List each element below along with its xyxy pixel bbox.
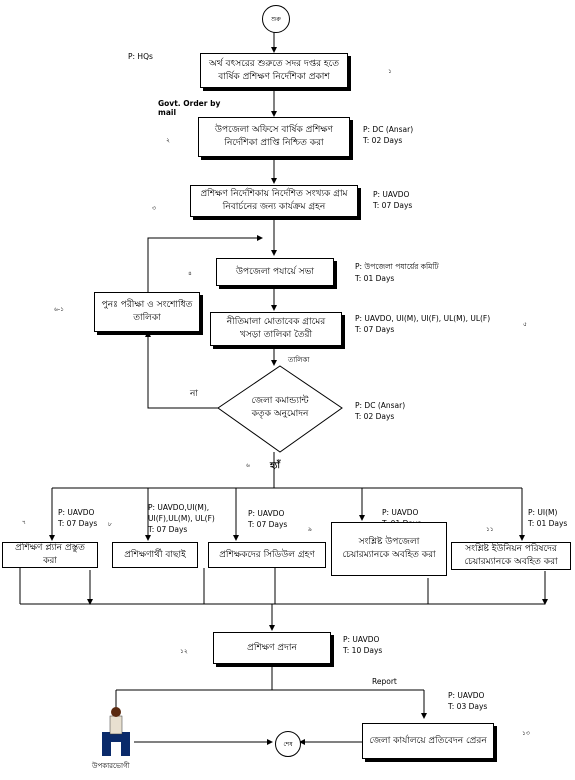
s5-resp-p: P: UAVDO, UI(M), UI(F), UL(M), UL(F) xyxy=(355,314,491,323)
start-terminal: শুরু xyxy=(262,5,290,33)
end-terminal: শেষ xyxy=(275,731,301,757)
decision-approval: জেলা কমান্ড্যান্ট কতৃক অনুমোদন xyxy=(240,384,320,432)
num-6: ৬ xyxy=(246,462,250,469)
branch-4-text: সংশ্লিষ্ট উপজেলা চেয়ারম্যানকে অবহিত করা xyxy=(342,537,436,560)
s1-resp: P: HQs xyxy=(128,52,153,61)
step-5-draft-list: নীতিমালা মোতাবেক গ্রামের খসড়া তালিকা তৈ… xyxy=(210,312,342,346)
num-11: ১১ xyxy=(486,526,494,533)
b2-resp-p: P: UAVDO,UI(M), xyxy=(148,503,210,512)
branch-5-text: সংশ্লিষ্ট ইউনিয়ন পরিষদের চেয়ারম্যানকে … xyxy=(464,544,558,567)
step-1-text: অর্থ বৎসরের শুরুতে সদর দপ্তর হতে বার্ষিক… xyxy=(208,58,340,82)
decision-diamond xyxy=(217,365,343,453)
s4-resp-t: T: 01 Days xyxy=(355,274,395,283)
branch-3-text: প্রশিক্ষকদের সিডিউল গ্রহণ xyxy=(219,549,315,560)
rp-resp-t: T: 03 Days xyxy=(448,702,488,711)
yes-edge-label: হ্যাঁ xyxy=(270,461,280,471)
num-3: ৩ xyxy=(152,205,156,212)
num-8: ৮ xyxy=(108,521,112,528)
b3-resp-t: T: 07 Days xyxy=(248,520,288,529)
step-2-text: উপজেলা অফিসে বার্ষিক প্রশিক্ষণ নির্দেশিক… xyxy=(215,125,333,148)
num-9: ৯ xyxy=(308,526,312,533)
num-13: ১৩ xyxy=(522,730,530,737)
step-6-1-recheck-list: পুনঃ পরীক্ষা ও সংশোধিত তালিকা xyxy=(94,292,200,332)
step-4-text: উপজেলা পযার্য়ে সভা xyxy=(236,266,314,277)
rp-resp-p: P: UAVDO xyxy=(448,691,485,700)
s3-resp-p: P: UAVDO xyxy=(373,190,410,199)
s5-resp-t: T: 07 Days xyxy=(355,325,395,334)
num-12: ১২ xyxy=(180,648,188,655)
tr-resp-p: P: UAVDO xyxy=(343,635,380,644)
govt-order-label: Govt. Order by mail xyxy=(158,99,221,117)
b4-resp-p: P: UAVDO xyxy=(382,508,419,517)
end-label: শেষ xyxy=(283,740,293,748)
step-2-ensure-guideline: উপজেলা অফিসে বার্ষিক প্রশিক্ষণ নির্দেশিক… xyxy=(198,117,350,157)
num-6-1: ৬-১ xyxy=(54,306,64,313)
branch-4-inform-upazila-chairman: সংশ্লিষ্ট উপজেলা চেয়ারম্যানকে অবহিত করা xyxy=(331,522,447,576)
step-3-select-villages: প্রশিক্ষণ নির্দেশিকায় নির্দেশিত সংখ্যক … xyxy=(190,185,358,217)
s2-resp-t: T: 02 Days xyxy=(363,136,403,145)
num-7: ৭ xyxy=(22,519,26,526)
s4-resp-p: P: উপজেলা পযার্য়ের কমিটি xyxy=(355,262,439,271)
b2-resp-p2: UI(F),UL(M), UL(F) xyxy=(148,514,215,523)
branch-5-inform-union-chairman: সংশ্লিষ্ট ইউনিয়ন পরিষদের চেয়ারম্যানকে … xyxy=(451,542,571,570)
beneficiary-label: উপকারভোগী xyxy=(92,762,130,770)
b2-resp-t: T: 07 Days xyxy=(148,525,188,534)
d-resp-p: P: DC (Ansar) xyxy=(355,401,406,410)
b1-resp-p: P: UAVDO xyxy=(58,508,95,517)
num-1: ১ xyxy=(388,68,392,75)
b1-resp-t: T: 07 Days xyxy=(58,519,98,528)
branch-2-text: প্রশিক্ষণার্থী বাছাই xyxy=(124,549,186,560)
start-label: শুরু xyxy=(271,15,281,23)
beneficiary-figure-icon xyxy=(102,707,130,756)
step-send-report: জেলা কার্যালয়ে প্রতিবেদন প্রেরন xyxy=(362,723,494,759)
no-edge-label: না xyxy=(190,389,198,399)
b3-resp-p: P: UAVDO xyxy=(248,509,285,518)
s3-resp-t: T: 07 Days xyxy=(373,201,413,210)
branch-2-select-trainees: প্রশিক্ষণার্থী বাছাই xyxy=(112,542,198,568)
b5-resp-t: T: 01 Days xyxy=(528,519,568,528)
training-text: প্রশিক্ষণ প্রদান xyxy=(247,642,297,653)
decision-text: জেলা কমান্ড্যান্ট কতৃক অনুমোদন xyxy=(251,396,309,419)
step-6-1-text: পুনঃ পরীক্ষা ও সংশোধিত তালিকা xyxy=(101,300,193,323)
branch-3-trainer-schedule: প্রশিক্ষকদের সিডিউল গ্রহণ xyxy=(208,542,326,568)
step-training: প্রশিক্ষণ প্রদান xyxy=(213,632,331,664)
b5-resp-p: P: UI(M) xyxy=(528,508,558,517)
num-5: ৫ xyxy=(523,321,527,328)
s2-resp-p: P: DC (Ansar) xyxy=(363,125,414,134)
branch-1-text: প্রশিক্ষণ প্ল্যান প্রস্তুত করা xyxy=(15,543,85,566)
branch-1-prepare-plan: প্রশিক্ষণ প্ল্যান প্রস্তুত করা xyxy=(2,542,98,568)
step-3-text: প্রশিক্ষণ নির্দেশিকায় নির্দেশিত সংখ্যক … xyxy=(200,189,348,212)
num-4: ৪ xyxy=(188,270,192,277)
report-text: জেলা কার্যালয়ে প্রতিবেদন প্রেরন xyxy=(369,735,487,746)
d-resp-t: T: 02 Days xyxy=(355,412,395,421)
num-2: ২ xyxy=(166,137,170,144)
step-1-publish-guideline: অর্থ বৎসরের শুরুতে সদর দপ্তর হতে বার্ষিক… xyxy=(200,53,348,88)
list-edge-label: তালিকা xyxy=(288,356,310,364)
step-5-text: নীতিমালা মোতাবেক গ্রামের খসড়া তালিকা তৈ… xyxy=(226,317,326,340)
step-4-upazila-meeting: উপজেলা পযার্য়ে সভা xyxy=(216,258,334,286)
tr-resp-t: T: 10 Days xyxy=(343,646,383,655)
report-edge-label: Report xyxy=(372,677,397,686)
